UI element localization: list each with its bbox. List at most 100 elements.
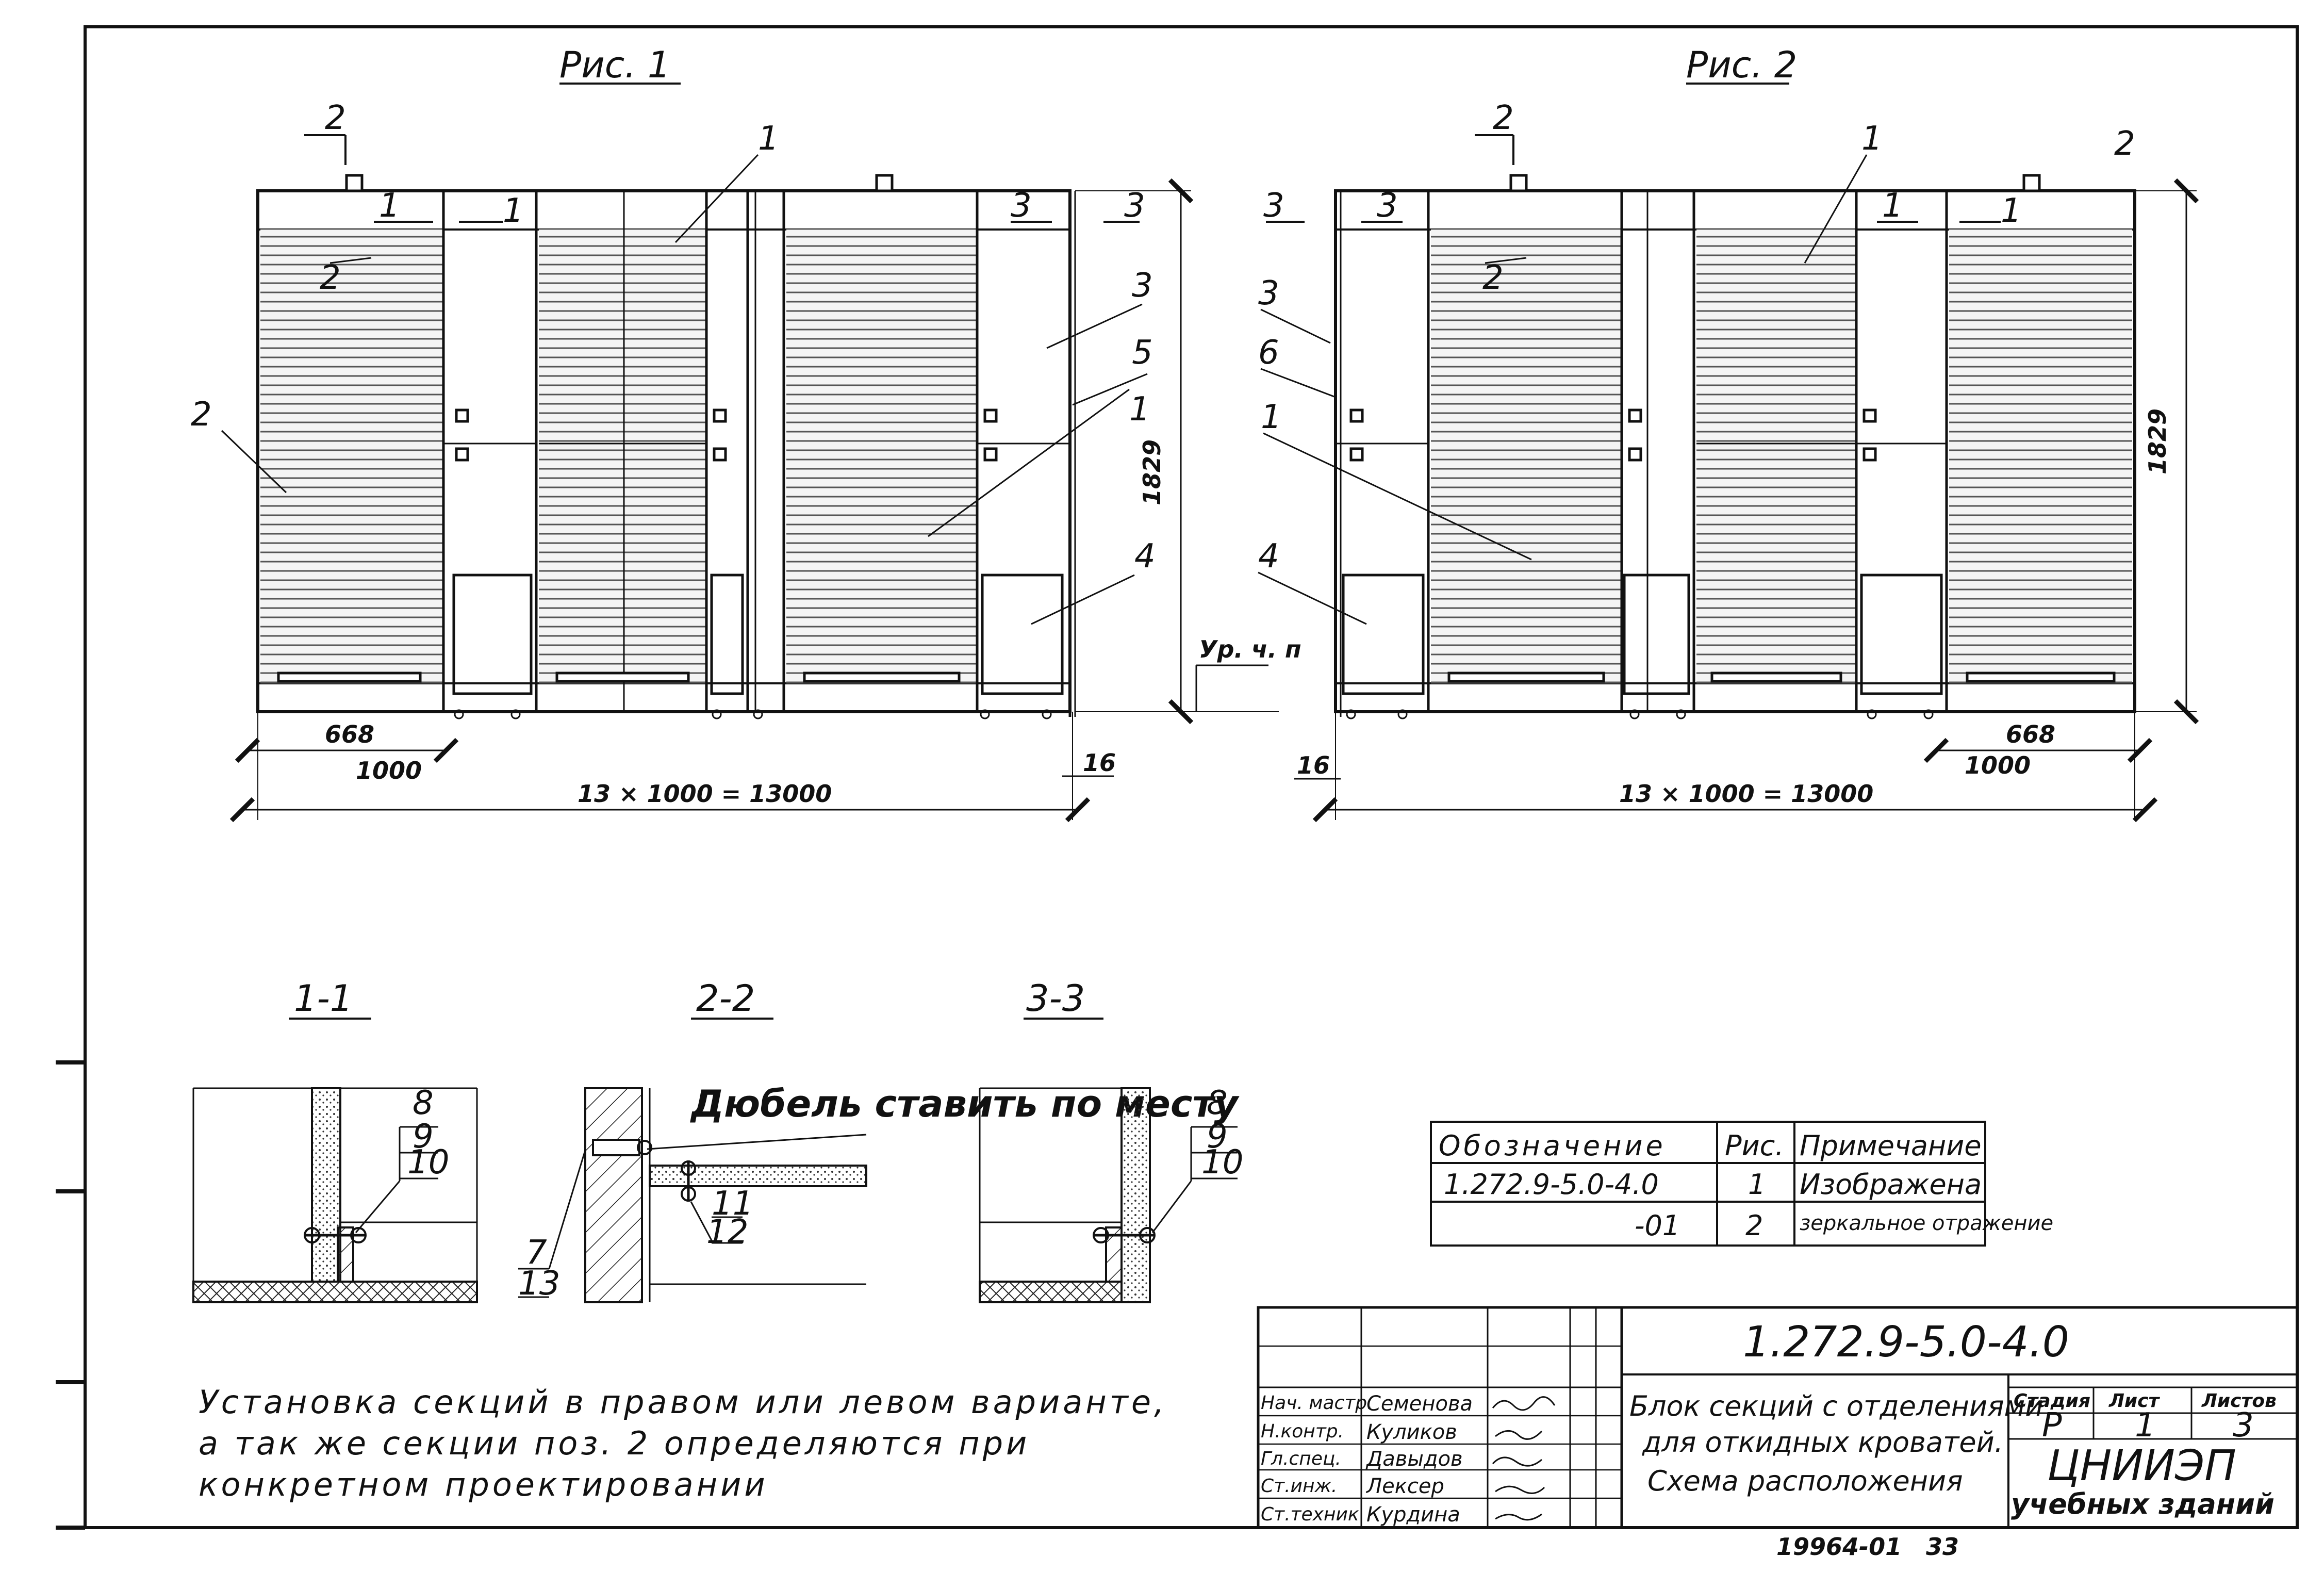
fig1-leader-label: 2 xyxy=(191,396,212,434)
stage-value: 1 xyxy=(2135,1406,2156,1445)
org-name-sub: учебных зданий xyxy=(2011,1488,2274,1520)
figure-2-caption: Рис. 2 xyxy=(1686,44,1797,86)
title-block: 1.272.9-5.0-4.0 Блок секций с отделениям… xyxy=(1257,1306,2299,1529)
spec-row-figure: 1 xyxy=(1748,1168,1766,1201)
spec-row-note: Изображена xyxy=(1800,1168,1982,1201)
fig1-section-mark: 1 xyxy=(503,192,524,230)
fig2-louver-panel xyxy=(1696,230,1856,683)
role-name: Лексер xyxy=(1365,1475,1444,1498)
fig1-louver-panel xyxy=(539,230,706,683)
fig2-section-mark: 3 xyxy=(1377,187,1398,225)
spec-header-figure: Рис. xyxy=(1725,1129,1784,1162)
section-2-2-note-text: Дюбель ставить по месту xyxy=(690,1082,1240,1125)
stage-value: 3 xyxy=(2233,1406,2254,1445)
section-3-3-title: 3-3 xyxy=(1026,977,1085,1020)
fig1-leader-label: 2 xyxy=(320,259,341,297)
general-note: Установка секций в правом или левом вари… xyxy=(199,1383,1167,1503)
role-title: Гл.спец. xyxy=(1261,1448,1341,1469)
role-name: Давыдов xyxy=(1365,1447,1463,1471)
fig2-leader-label: 4 xyxy=(1258,537,1279,576)
fig2-leader-label: 2 xyxy=(1482,259,1504,297)
fig1-section-mark: 3 xyxy=(1124,187,1145,225)
fig2-section-width: 668 xyxy=(2006,720,2055,748)
drawing-title-line: для откидных кроватей. xyxy=(1642,1426,2003,1459)
fig2-section-mark: 2 xyxy=(1493,99,1514,137)
fig2-leader-label: 6 xyxy=(1258,334,1279,372)
stage-value: Р xyxy=(2042,1406,2062,1445)
figure-1-elevation: Рис. 1 xyxy=(191,44,1301,823)
spec-table: Обозначение Рис. Примечание 1.272.9-5.0-… xyxy=(1430,1121,2053,1247)
fig2-total-dim: 13 × 1000 = 13000 xyxy=(1619,780,1873,808)
drawing-title-line: Блок секций с отделениями xyxy=(1629,1390,2043,1422)
fig2-leader-label: 1 xyxy=(1261,398,1282,436)
figure-1-caption: Рис. 1 xyxy=(559,44,670,86)
section-3-3-label: 8 xyxy=(1207,1084,1228,1122)
fig1-floor-level: Ур. ч. п xyxy=(1199,635,1301,663)
org-name: ЦНИИЭП xyxy=(2047,1441,2236,1490)
fig1-leader-label: 1 xyxy=(1129,390,1150,429)
fig1-section-mark: 2 xyxy=(325,99,346,137)
section-1-1-label: 10 xyxy=(407,1143,449,1182)
fig1-louver-panel xyxy=(260,230,443,683)
role-title: Нач. мастр. xyxy=(1261,1393,1373,1414)
note-line: конкретном проектировании xyxy=(199,1466,768,1503)
fig1-height-dim: 1829 xyxy=(1138,439,1166,505)
fig2-gap-dim: 16 xyxy=(1297,751,1330,779)
fig2-louver-panel xyxy=(1949,230,2132,683)
stage-header: Лист xyxy=(2108,1390,2160,1412)
page-number: 33 xyxy=(1926,1533,1959,1561)
spec-header-designation: Обозначение xyxy=(1439,1129,1666,1162)
fig2-leader-label: 2 xyxy=(2114,125,2135,163)
fig1-louver-panel xyxy=(786,230,977,683)
section-2-2-label: 11 xyxy=(712,1185,753,1223)
section-3-3-label: 9 xyxy=(1207,1118,1228,1156)
section-2-2-label: 7 xyxy=(526,1234,547,1272)
section-2-2-note: Дюбель ставить по месту xyxy=(690,1082,1240,1125)
inventory-number: 19964-01 xyxy=(1776,1533,1902,1561)
role-title: Н.контр. xyxy=(1261,1421,1344,1442)
section-1-1-title: 1-1 xyxy=(294,977,353,1020)
spec-header-note: Примечание xyxy=(1800,1129,1982,1162)
note-line: а так же секции поз. 2 определяются при xyxy=(199,1424,1030,1462)
section-1-1-label: 8 xyxy=(413,1084,434,1122)
sheet-frame xyxy=(56,25,2299,1530)
drawing-code: 1.272.9-5.0-4.0 xyxy=(1743,1318,2069,1367)
signature-marks xyxy=(1492,1396,1556,1521)
section-1-1: 1-1 8 9 10 xyxy=(192,977,478,1303)
fig1-section-width: 668 xyxy=(325,720,374,748)
fig1-leader-label: 5 xyxy=(1132,334,1153,372)
figure-2-elevation: Рис. 2 xyxy=(1258,44,2199,823)
fig2-section-mark: 1 xyxy=(1882,187,1903,225)
spec-row-figure: 2 xyxy=(1745,1209,1763,1242)
fig1-section-mark: 3 xyxy=(1011,187,1032,225)
section-1-1-label: 9 xyxy=(413,1118,434,1156)
fig2-module-dim: 1000 xyxy=(1965,751,2031,779)
section-3-3: 3-3 8 9 10 xyxy=(979,977,1243,1303)
role-title: Ст.инж. xyxy=(1261,1476,1337,1497)
fig1-total-dim: 13 × 1000 = 13000 xyxy=(578,780,832,808)
section-2-2-label: 12 xyxy=(706,1213,748,1251)
section-2-2-label: 13 xyxy=(518,1265,560,1303)
role-name: Куликов xyxy=(1366,1420,1457,1444)
spec-row-designation: 1.272.9-5.0-4.0 xyxy=(1444,1168,1659,1201)
role-title: Ст.техник xyxy=(1261,1504,1359,1525)
drawing-title-line: Схема расположения xyxy=(1647,1465,1963,1497)
note-line: Установка секций в правом или левом вари… xyxy=(199,1383,1167,1421)
fig2-leader-label: 1 xyxy=(1861,120,1883,158)
fig1-leader-label: 1 xyxy=(758,120,779,158)
fig1-section-mark: 1 xyxy=(379,187,400,225)
section-3-3-label: 10 xyxy=(1201,1143,1243,1182)
role-name: Семенова xyxy=(1366,1392,1473,1416)
role-name: Курдина xyxy=(1366,1503,1460,1527)
fig1-leader-label: 4 xyxy=(1134,537,1156,576)
fig2-louver-panel xyxy=(1431,230,1622,683)
fig2-leader-label: 3 xyxy=(1258,274,1279,313)
fig1-leader-label: 3 xyxy=(1132,267,1153,305)
fig1-module-dim: 1000 xyxy=(356,757,422,784)
section-2-2-title: 2-2 xyxy=(696,977,755,1020)
fig2-height-dim: 1829 xyxy=(2144,408,2171,474)
fig2-section-mark: 1 xyxy=(2001,192,2022,230)
stage-header: Листов xyxy=(2201,1390,2277,1412)
fig2-section-mark: 3 xyxy=(1263,187,1284,225)
